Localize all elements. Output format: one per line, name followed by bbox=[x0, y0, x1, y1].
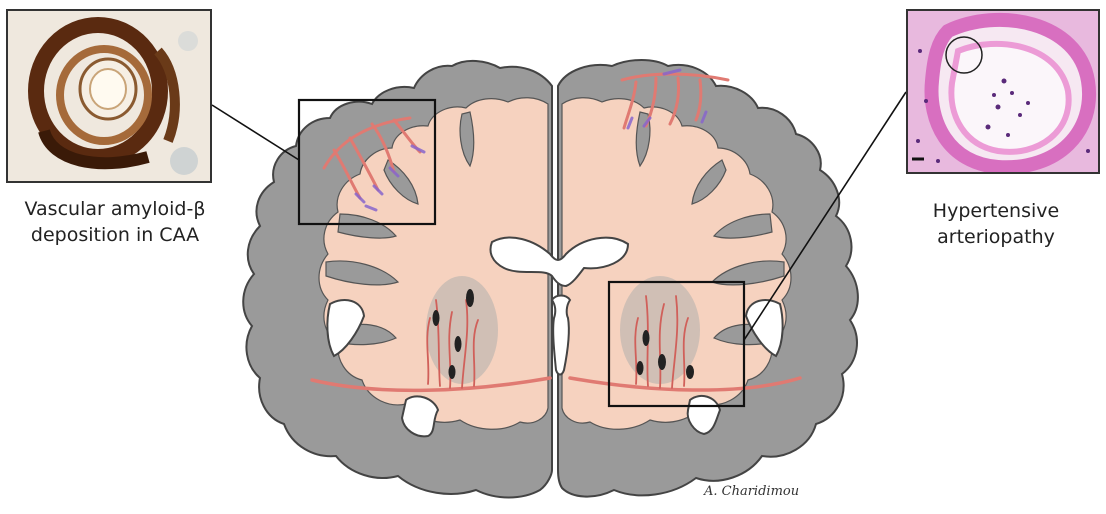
basal-ganglia-left bbox=[426, 276, 498, 384]
caption-hypertensive-line1: Hypertensive bbox=[896, 198, 1096, 224]
he-stain-image bbox=[908, 11, 1100, 174]
temporal-horn-left bbox=[402, 396, 438, 436]
caption-amyloid-line1: Vascular amyloid-β bbox=[12, 196, 218, 222]
author-signature: A. Charidimou bbox=[704, 484, 799, 499]
caption-hypertensive: Hypertensive arteriopathy bbox=[896, 198, 1096, 250]
brain-section bbox=[243, 60, 858, 498]
connector-left bbox=[212, 105, 299, 160]
histology-amyloid-panel bbox=[6, 9, 212, 183]
caption-hypertensive-line2: arteriopathy bbox=[896, 224, 1096, 250]
histology-he-panel bbox=[906, 9, 1100, 174]
caption-amyloid-line2: deposition in CAA bbox=[12, 222, 218, 248]
caption-amyloid: Vascular amyloid-β deposition in CAA bbox=[12, 196, 218, 248]
amyloid-stain-image bbox=[8, 11, 212, 183]
